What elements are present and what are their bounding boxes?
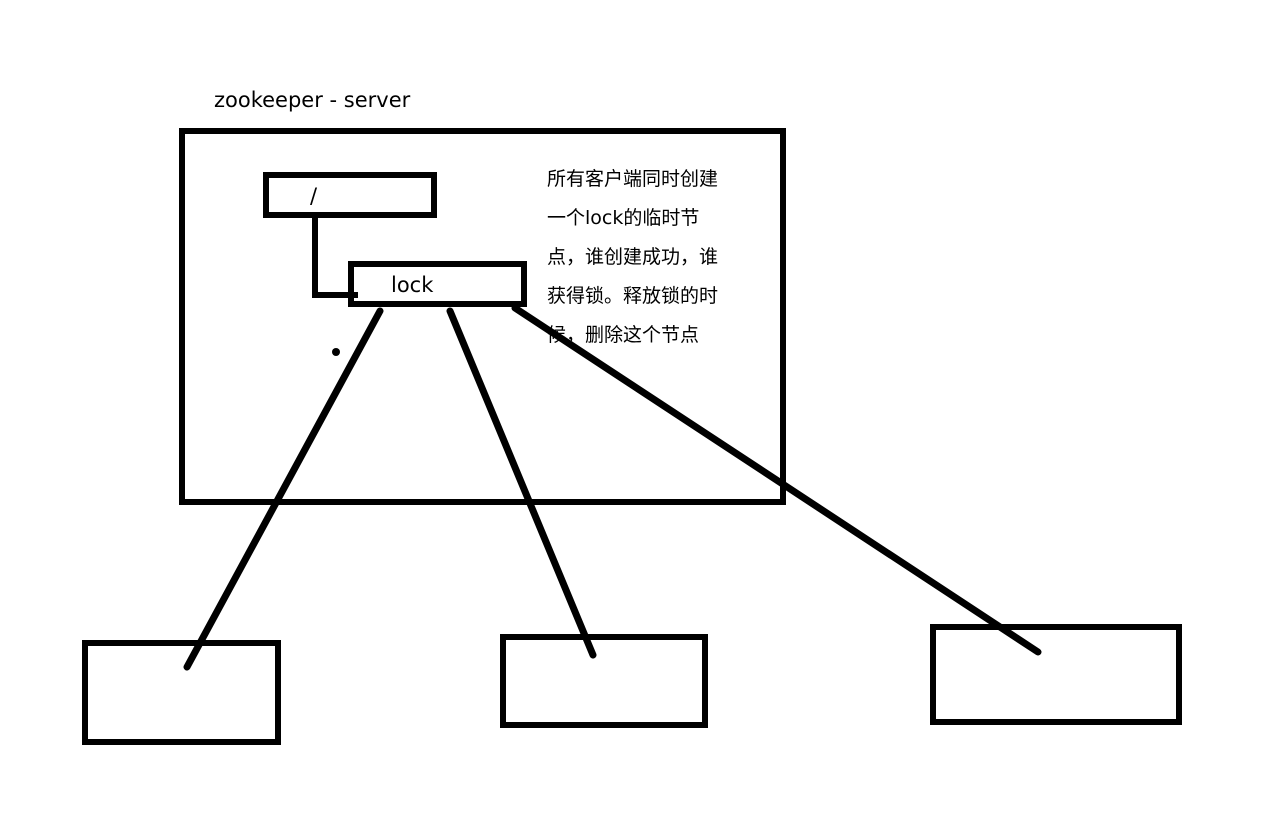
client-box-1 bbox=[82, 640, 281, 745]
note-line: 一个lock的临时节 bbox=[547, 207, 700, 229]
client-3-link bbox=[511, 304, 1042, 656]
note-line: 候，删除这个节点 bbox=[547, 324, 700, 346]
client-1-link bbox=[183, 307, 384, 671]
root-node-label: / bbox=[310, 184, 318, 208]
client-box-2 bbox=[500, 634, 708, 728]
lock-node-label: lock bbox=[391, 273, 434, 297]
note-line: 点，谁创建成功，谁 bbox=[547, 246, 719, 268]
note-line: 所有客户端同时创建 bbox=[547, 168, 719, 190]
note-text-block: 所有客户端同时创建 一个lock的临时节 点，谁创建成功，谁 获得锁。释放锁的时… bbox=[547, 160, 757, 355]
client-2-link bbox=[446, 307, 597, 659]
lock-node-box bbox=[348, 261, 527, 307]
server-box bbox=[179, 128, 786, 505]
root-node-box bbox=[263, 172, 437, 218]
client-box-3 bbox=[930, 624, 1182, 725]
root-to-lock-connector bbox=[312, 215, 358, 298]
note-line: 获得锁。释放锁的时 bbox=[547, 285, 719, 307]
server-label: zookeeper - server bbox=[214, 88, 411, 112]
stray-dot bbox=[332, 348, 340, 356]
